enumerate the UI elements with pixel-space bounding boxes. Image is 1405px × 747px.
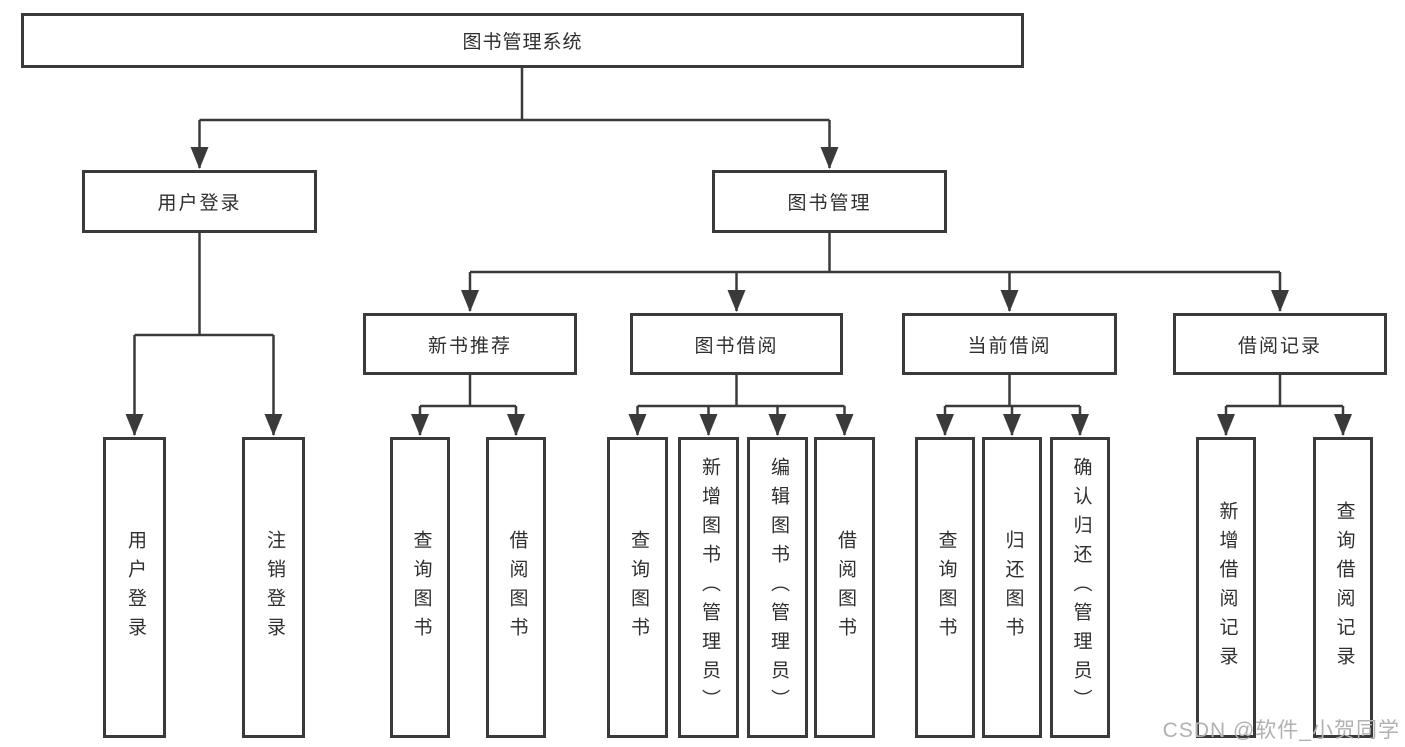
node-label: 确认归还（管理员） [1070,457,1092,718]
node-label: 归还图书 [1002,529,1024,646]
csdn-watermark: CSDN @软件_小贺同学 [1162,719,1400,742]
node-label: 图书借阅 [694,335,779,357]
leaf-add-books-admin: 新增图书（管理员） [678,437,739,738]
node-label: 借阅图书 [506,529,528,646]
node-label: 编辑图书（管理员） [767,457,789,718]
node-borrow-records: 借阅记录 [1173,313,1387,375]
leaf-user-login: 用户登录 [103,437,166,738]
node-label: 查询借阅记录 [1333,500,1355,675]
node-label: 新增借阅记录 [1216,500,1238,675]
leaf-recommend-query-books: 查询图书 [390,437,450,738]
node-user-login: 用户登录 [82,170,317,233]
node-current-borrow: 当前借阅 [902,313,1117,375]
node-label: 用户登录 [124,529,146,646]
node-book-management: 图书管理 [712,170,947,233]
node-label: 注销登录 [263,529,285,646]
leaf-logout: 注销登录 [242,437,305,738]
node-label: 查询图书 [935,529,957,646]
node-label: 借阅图书 [834,529,856,646]
leaf-current-query-books: 查询图书 [915,437,975,738]
leaf-borrow-query-books: 查询图书 [607,437,668,738]
leaf-add-borrow-record: 新增借阅记录 [1196,437,1256,738]
node-new-book-recommend: 新书推荐 [363,313,577,375]
node-label: 查询图书 [410,529,432,646]
node-label: 用户登录 [157,193,242,214]
node-label: 当前借阅 [967,335,1052,357]
node-label: 借阅记录 [1237,335,1322,357]
leaf-borrow-books: 借阅图书 [814,437,875,738]
node-label: 新书推荐 [427,335,512,357]
node-label: 图书管理 [787,193,872,214]
node-label: 新增图书（管理员） [698,457,720,718]
leaf-query-borrow-record: 查询借阅记录 [1313,437,1373,738]
node-label: 查询图书 [627,529,649,646]
leaf-edit-books-admin: 编辑图书（管理员） [747,437,808,738]
leaf-recommend-borrow-books: 借阅图书 [486,437,546,738]
node-book-borrow: 图书借阅 [630,313,843,375]
leaf-confirm-return-admin: 确认归还（管理员） [1050,437,1110,738]
leaf-return-books: 归还图书 [982,437,1042,738]
node-root-library-management-system: 图书管理系统 [21,13,1024,68]
node-label: 图书管理系统 [462,32,583,53]
